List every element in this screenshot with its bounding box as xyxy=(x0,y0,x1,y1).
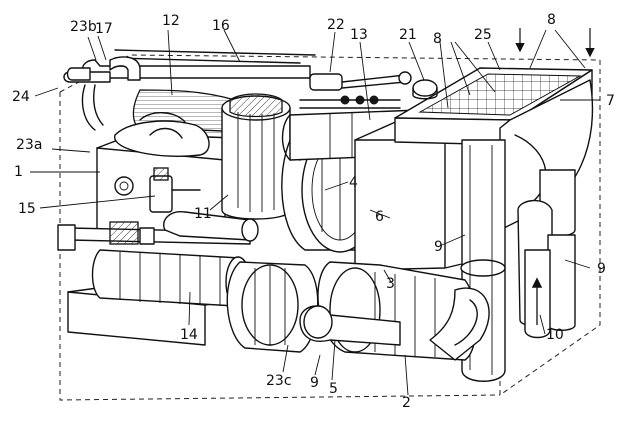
label-21: 21 xyxy=(399,27,417,43)
label-1: 1 xyxy=(14,164,23,180)
label-8-center: 8 xyxy=(433,31,442,47)
label-15: 15 xyxy=(18,201,36,217)
label-14: 14 xyxy=(180,327,198,343)
label-10: 10 xyxy=(546,327,564,343)
manifold-12 xyxy=(114,89,236,157)
label-25: 25 xyxy=(474,27,492,43)
cap-21 xyxy=(412,79,438,100)
pump-cylinder-14 xyxy=(91,249,251,308)
label-22: 22 xyxy=(327,17,345,33)
label-23b: 23b xyxy=(70,19,97,35)
valve-assembly-22 xyxy=(299,71,412,109)
label-9-bottom: 9 xyxy=(310,375,319,391)
label-6: 6 xyxy=(375,209,384,225)
label-9-front: 9 xyxy=(434,239,443,255)
label-2: 2 xyxy=(402,395,411,411)
filter-15 xyxy=(149,167,201,213)
label-5: 5 xyxy=(329,381,338,397)
connector-pipe xyxy=(163,211,259,242)
fan-housing-23c xyxy=(226,261,319,353)
label-17: 17 xyxy=(95,21,113,37)
outlet-pipe-10 xyxy=(524,249,551,339)
label-16: 16 xyxy=(212,18,230,34)
label-23c: 23c xyxy=(266,373,292,389)
elbow-pipe-2 xyxy=(429,287,490,361)
label-24: 24 xyxy=(12,89,30,105)
label-12: 12 xyxy=(162,13,180,29)
label-8-right: 8 xyxy=(547,12,556,28)
label-11: 11 xyxy=(194,206,212,222)
exhaust-stub-23b xyxy=(66,67,91,81)
inlet-duct-5 xyxy=(299,305,401,346)
label-4: 4 xyxy=(349,175,358,191)
label-3: 3 xyxy=(386,276,395,292)
filter-canister-11 xyxy=(221,93,291,220)
label-23a: 23a xyxy=(16,137,43,153)
leader-lines xyxy=(30,29,600,396)
label-9-right: 9 xyxy=(597,261,606,277)
label-7: 7 xyxy=(606,93,615,109)
label-13: 13 xyxy=(350,27,368,43)
